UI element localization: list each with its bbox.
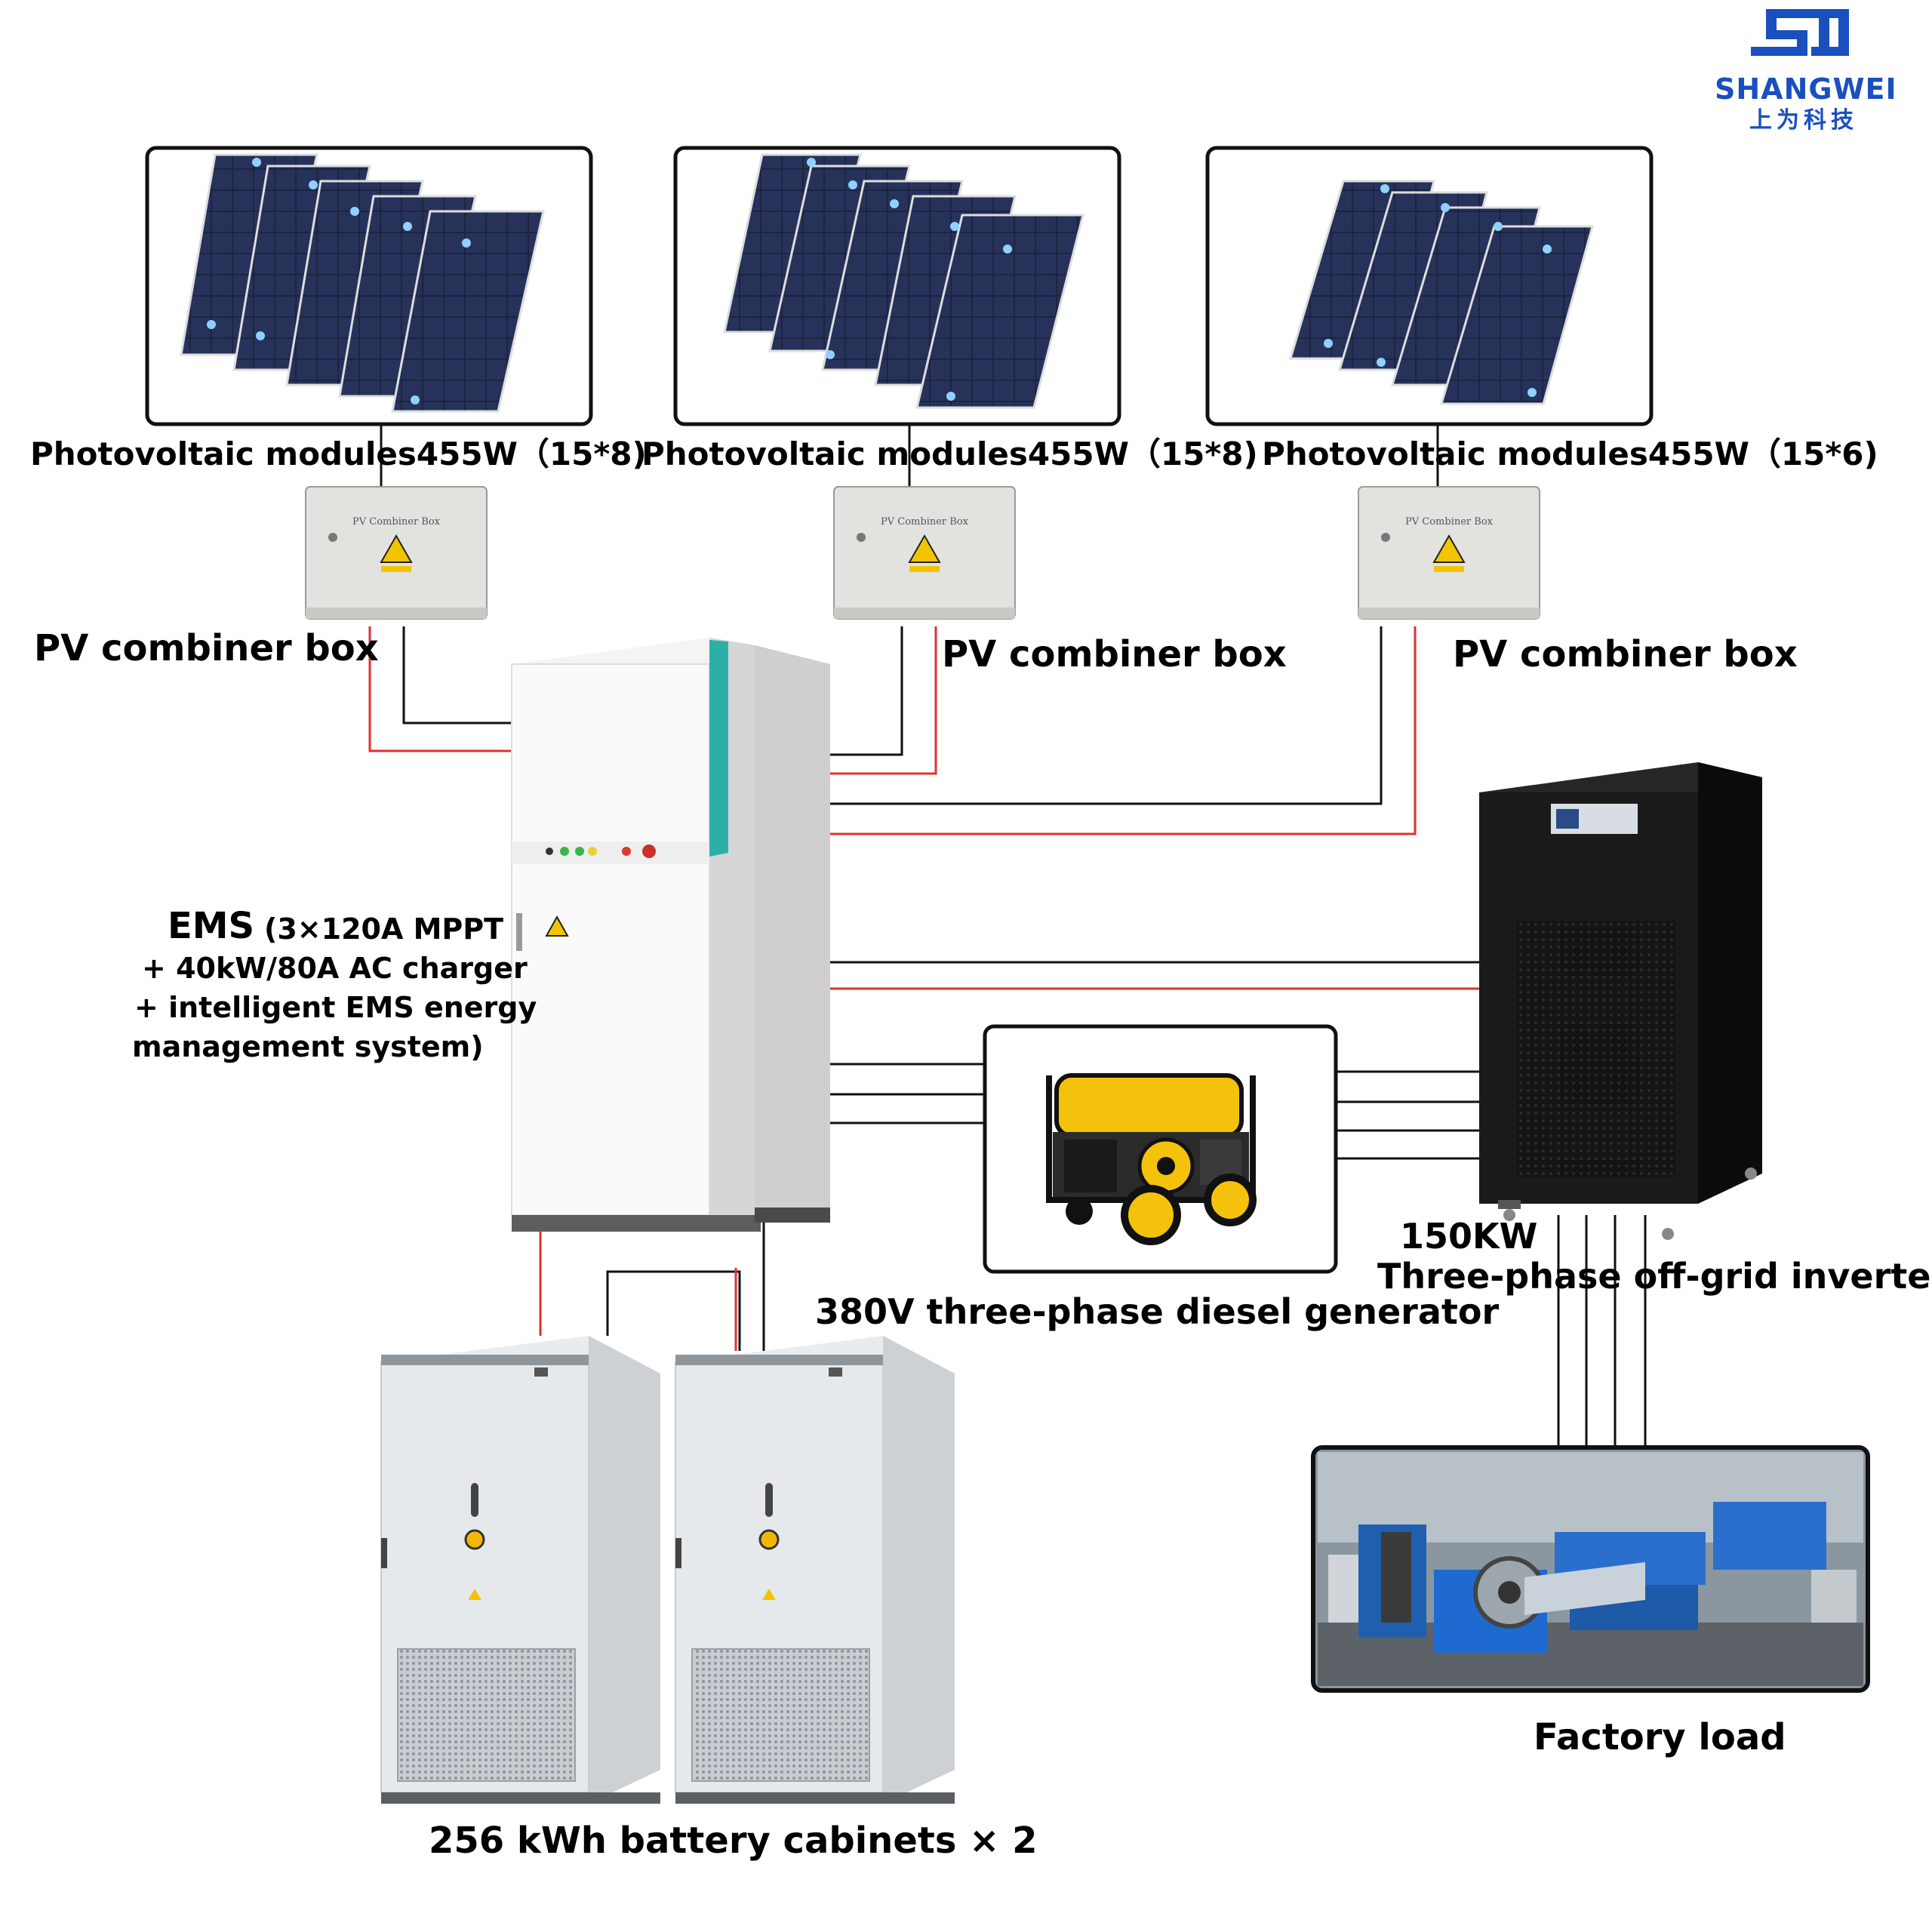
- combiner-box-panel-text-2: PV Combiner Box: [881, 516, 969, 528]
- factory-load-label: Factory load: [1534, 1716, 1786, 1758]
- ems-to-generator-wires: [830, 1063, 985, 1124]
- generator-to-inverter-wires: [1336, 1070, 1483, 1160]
- combiner-3-to-ems-wires: [830, 626, 1417, 835]
- brand-name-cn: 上为科技: [1749, 107, 1858, 134]
- inverter-cabinet-icon: [1479, 762, 1762, 1240]
- factory-machinery-icon: [1318, 1452, 1863, 1686]
- combiner-box-icon-2: [833, 486, 1016, 620]
- ems-cabinet-icon: [511, 638, 830, 1232]
- solar-panels-icon-3: [1288, 180, 1594, 405]
- diesel-generator-icon: [1046, 1073, 1257, 1245]
- ems-line-1: (3×120A MPPT: [264, 912, 504, 946]
- inverter-power-label: 150KW: [1400, 1216, 1538, 1257]
- combiner-1-to-ems-wires: [368, 626, 512, 752]
- pv-to-combiner-wires: [380, 424, 1439, 487]
- inverter-label: Three-phase off-grid inverter: [1377, 1256, 1932, 1297]
- ems-line-2: + 40kW/80A AC charger: [142, 952, 528, 985]
- combiner-box-icon-3: [1358, 486, 1540, 620]
- battery-cabinet-icon-1: [380, 1336, 660, 1804]
- combiner-box-icon-1: [305, 486, 488, 620]
- solar-panels-icon-2: [723, 153, 1084, 409]
- solar-panels-icon-1: [180, 153, 545, 413]
- combiner-box-panel-text-1: PV Combiner Box: [352, 516, 441, 528]
- combiner-box-label-1: PV combiner box: [34, 627, 379, 669]
- inverter-to-load-wires: [1557, 1215, 1647, 1449]
- ems-line-3: + intelligent EMS energy: [134, 991, 537, 1024]
- pv-array-label-2: Photovoltaic modules455W（15*8): [641, 435, 1258, 472]
- ems-line-4: management system): [132, 1030, 484, 1063]
- ems-title: EMS: [168, 905, 255, 947]
- combiner-box-panel-text-3: PV Combiner Box: [1405, 516, 1494, 528]
- generator-label: 380V three-phase diesel generator: [815, 1291, 1500, 1332]
- ems-to-inverter-wires: [830, 961, 1483, 990]
- battery-cabinet-icon-2: [675, 1336, 955, 1804]
- brand-name-en: SHANGWEI: [1715, 72, 1897, 106]
- ems-to-battery-wires: [539, 1215, 765, 1351]
- pv-array-label-3: Photovoltaic modules455W（15*6): [1262, 435, 1878, 472]
- combiner-2-to-ems-wires: [830, 626, 937, 775]
- combiner-box-label-2: PV combiner box: [942, 633, 1287, 675]
- battery-label: 256 kWh battery cabinets × 2: [429, 1820, 1038, 1862]
- combiner-box-label-3: PV combiner box: [1453, 633, 1798, 675]
- shangwei-logo-icon: [1751, 9, 1849, 56]
- pv-array-label-1: Photovoltaic modules455W（15*8): [30, 435, 647, 472]
